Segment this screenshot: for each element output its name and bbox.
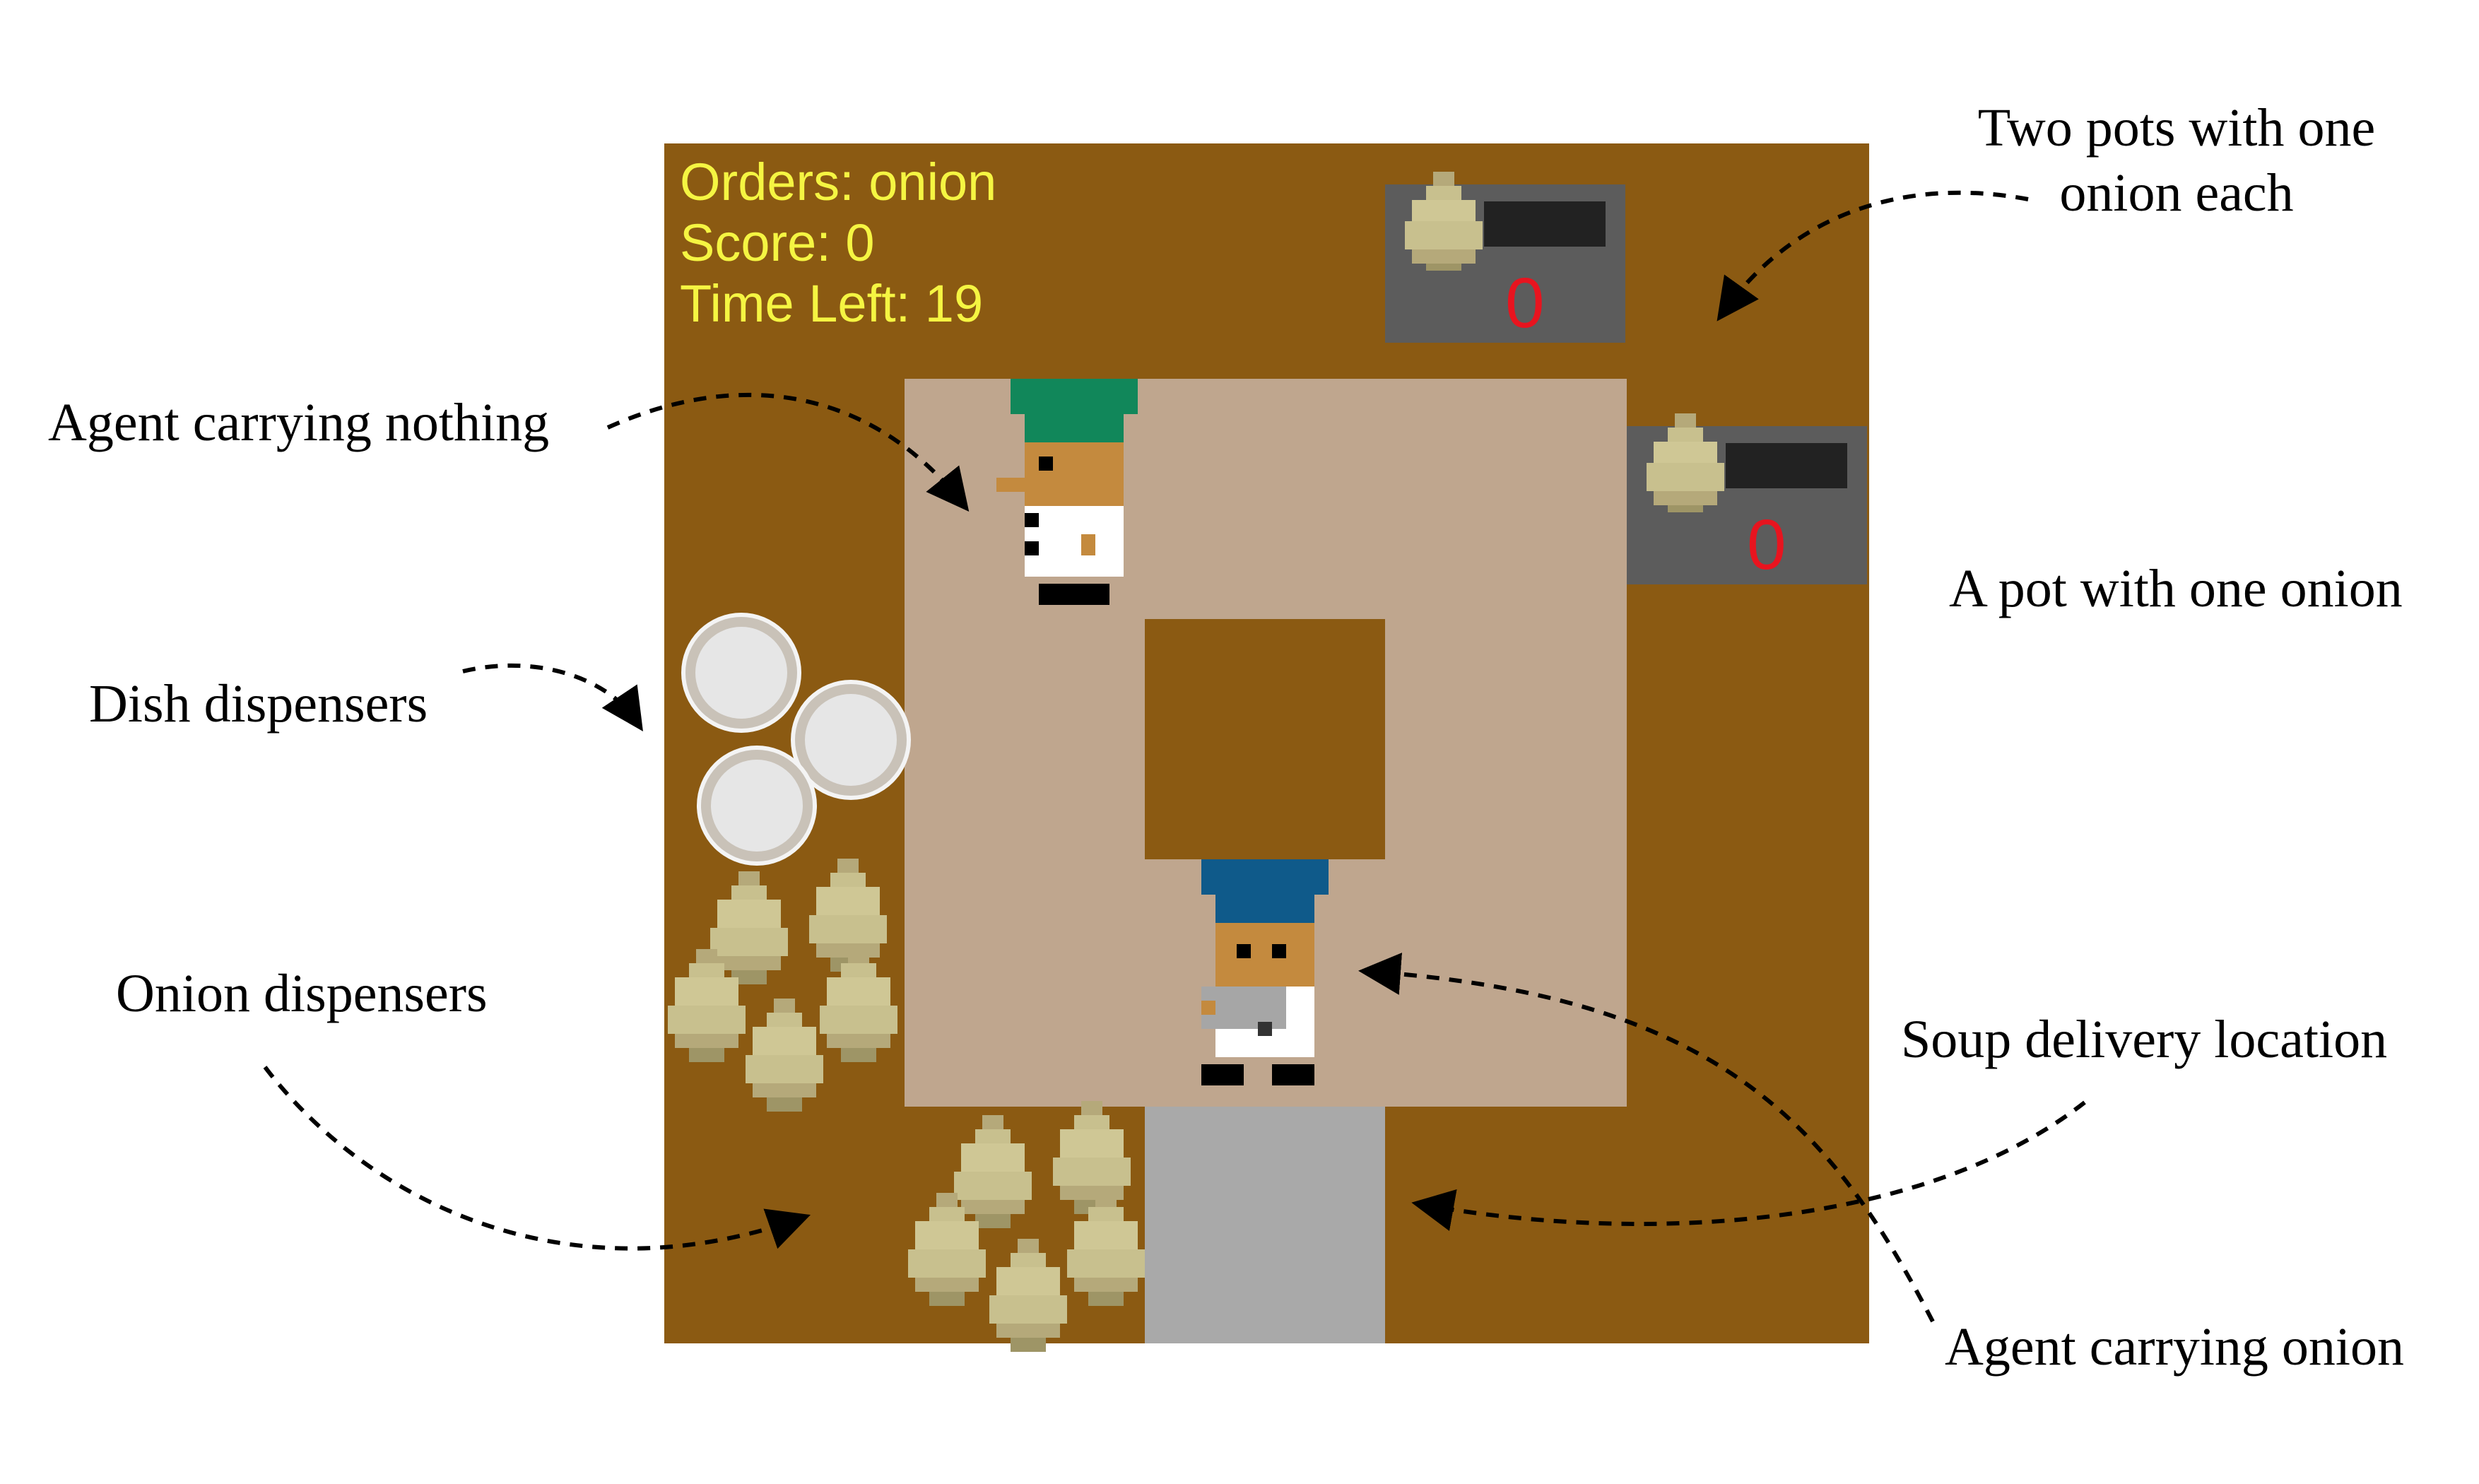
label-two-pots-line1: Two pots with one xyxy=(1977,98,2376,158)
onion-icon xyxy=(746,999,823,1112)
hud-orders: Orders: onion xyxy=(680,153,997,211)
dish-icon xyxy=(685,617,797,729)
onion-icon xyxy=(1647,413,1724,512)
soup-delivery-location xyxy=(1145,1107,1385,1343)
hud-score: Score: 0 xyxy=(680,213,875,272)
onion-icon xyxy=(820,949,897,1062)
onion-icon xyxy=(908,1193,986,1306)
arrow-onion-dispensers xyxy=(263,1066,811,1251)
dish-icon xyxy=(701,750,813,861)
pot-progress-bar xyxy=(1484,201,1606,247)
label-one-pot: A pot with one onion xyxy=(1949,559,2403,618)
label-dish-dispensers: Dish dispensers xyxy=(89,674,428,734)
onion-icon xyxy=(1067,1193,1145,1306)
pot-top: 0 xyxy=(1385,172,1625,343)
onion-icon xyxy=(668,949,746,1062)
label-two-pots: Two pots with one onion each xyxy=(1950,95,2403,225)
center-counter xyxy=(1145,619,1385,859)
chef-icon xyxy=(1201,859,1329,1085)
arrow-delivery xyxy=(1411,1100,2086,1231)
label-agent-onion: Agent carrying onion xyxy=(1945,1317,2405,1377)
game-board: Orders: onion Score: 0 Time Left: 19 0 xyxy=(664,143,1869,1352)
label-two-pots-line2: onion each xyxy=(2059,163,2294,223)
label-agent-nothing: Agent carrying nothing xyxy=(48,393,550,452)
hud: Orders: onion Score: 0 Time Left: 19 xyxy=(680,152,996,334)
label-delivery: Soup delivery location xyxy=(1901,1010,2388,1069)
pot-count: 0 xyxy=(1747,505,1786,584)
label-onion-dispensers: Onion dispensers xyxy=(116,964,488,1023)
dish-icon xyxy=(795,684,907,796)
chef-icon xyxy=(996,379,1138,605)
onion-icon xyxy=(710,871,788,984)
pot-progress-bar xyxy=(1726,443,1847,488)
arrow-two-pots xyxy=(1717,190,2029,322)
onion-icon xyxy=(954,1115,1032,1228)
arrow-agent-nothing xyxy=(606,392,970,512)
hud-time-left: Time Left: 19 xyxy=(680,274,984,333)
onion-icon xyxy=(1053,1101,1131,1214)
onion-icon xyxy=(989,1239,1067,1352)
arrow-dish-dispensers xyxy=(462,663,643,731)
pot-right: 0 xyxy=(1627,413,1867,584)
onion-icon xyxy=(809,859,887,972)
arrow-agent-onion xyxy=(1358,953,1935,1323)
pot-count: 0 xyxy=(1505,264,1545,343)
onion-icon xyxy=(1405,172,1483,271)
